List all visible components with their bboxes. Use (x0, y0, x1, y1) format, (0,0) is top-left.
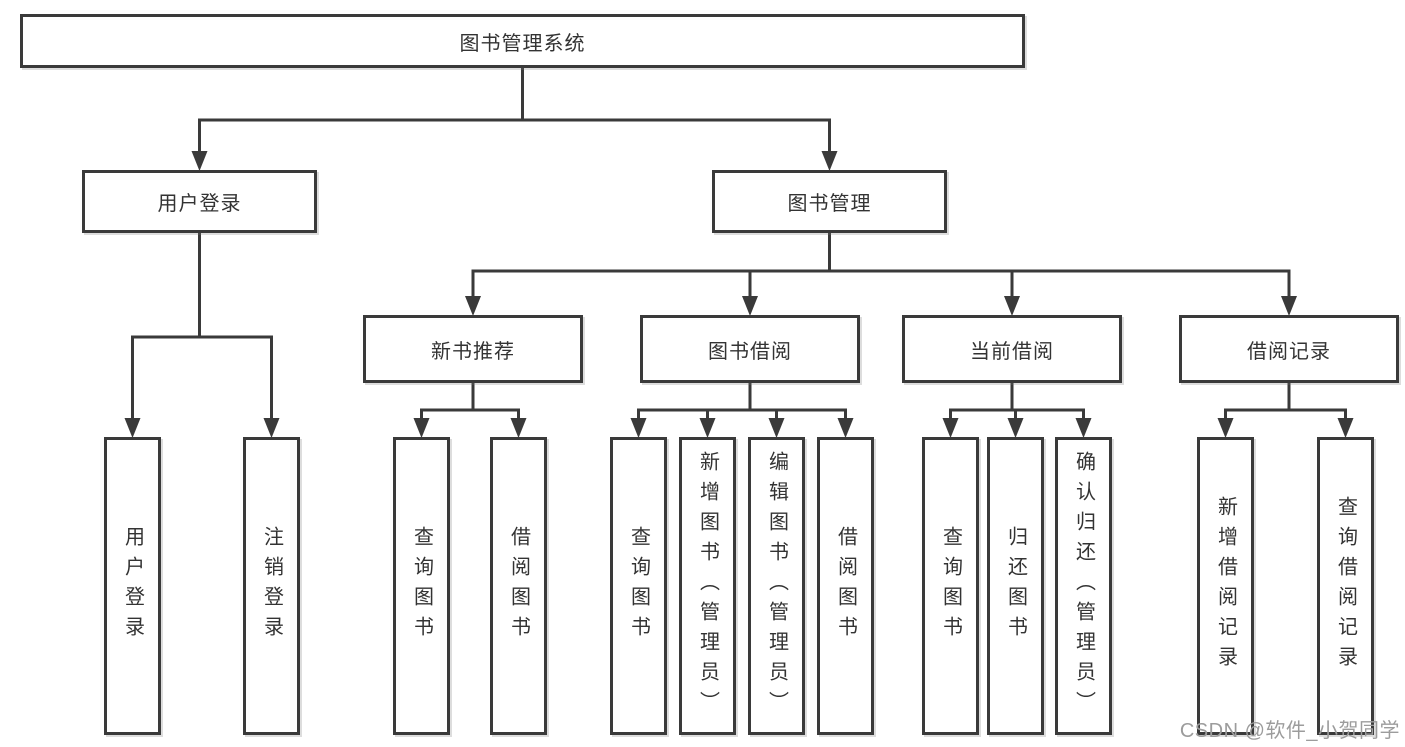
node-label: 编辑图书（管理员） (765, 451, 788, 721)
node-leaf-return-book: 归还图书 (987, 437, 1044, 735)
arrowhead-icon (742, 296, 758, 316)
arrowhead-icon (1217, 418, 1234, 438)
arrowhead-icon (1004, 296, 1020, 316)
arrowhead-icon (1281, 296, 1297, 316)
node-leaf-confirm-return: 确认归还（管理员） (1055, 437, 1112, 735)
arrowhead-icon (768, 418, 785, 438)
node-label: 确认归还（管理员） (1072, 451, 1095, 721)
arrowhead-icon (263, 418, 280, 438)
arrowhead-icon (124, 418, 141, 438)
node-label: 查询图书 (627, 526, 650, 646)
node-leaf-edit-book: 编辑图书（管理员） (748, 437, 805, 735)
arrowhead-icon (413, 418, 430, 438)
node-label: 图书借阅 (708, 340, 792, 363)
arrowhead-icon (699, 418, 716, 438)
arrowhead-icon (510, 418, 527, 438)
node-label: 用户登录 (121, 526, 144, 646)
node-label: 借阅图书 (834, 526, 857, 646)
node-current-borrow: 当前借阅 (902, 315, 1122, 383)
arrowhead-icon (837, 418, 854, 438)
node-root: 图书管理系统 (20, 14, 1025, 68)
node-leaf-query-book-borrow: 查询图书 (610, 437, 667, 735)
node-label: 查询图书 (939, 526, 962, 646)
node-label: 注销登录 (260, 526, 283, 646)
arrowhead-icon (821, 151, 838, 171)
arrowhead-icon (1007, 418, 1024, 438)
node-borrow-record: 借阅记录 (1179, 315, 1399, 383)
node-label: 图书管理 (787, 193, 872, 215)
node-new-book-rec: 新书推荐 (363, 315, 583, 383)
node-label: 用户登录 (157, 193, 242, 215)
node-leaf-borrow-book-new: 借阅图书 (490, 437, 547, 735)
node-leaf-borrow-book-2: 借阅图书 (817, 437, 874, 735)
node-user-login: 用户登录 (82, 170, 317, 233)
arrowhead-icon (630, 418, 647, 438)
node-leaf-user-login: 用户登录 (104, 437, 161, 735)
arrowhead-icon (191, 151, 208, 171)
arrowhead-icon (1075, 418, 1092, 438)
node-label: 新增借阅记录 (1214, 496, 1237, 676)
node-label: 当前借阅 (970, 340, 1054, 363)
node-label: 查询图书 (410, 526, 433, 646)
node-label: 归还图书 (1004, 526, 1027, 646)
node-label: 新增图书（管理员） (696, 451, 719, 721)
node-leaf-add-borrow-rec: 新增借阅记录 (1197, 437, 1254, 735)
node-label: 借阅图书 (507, 526, 530, 646)
node-leaf-query-book-current: 查询图书 (922, 437, 979, 735)
node-leaf-query-borrow-rec: 查询借阅记录 (1317, 437, 1374, 735)
node-leaf-add-book: 新增图书（管理员） (679, 437, 736, 735)
node-label: 查询借阅记录 (1334, 496, 1357, 676)
node-leaf-query-book-new: 查询图书 (393, 437, 450, 735)
node-book-mgmt: 图书管理 (712, 170, 947, 233)
node-label: 借阅记录 (1247, 340, 1331, 363)
node-label: 图书管理系统 (459, 32, 586, 55)
arrowhead-icon (1337, 418, 1354, 438)
node-label: 新书推荐 (431, 340, 515, 363)
node-leaf-logout: 注销登录 (243, 437, 300, 735)
arrowhead-icon (942, 418, 959, 438)
node-book-borrow: 图书借阅 (640, 315, 860, 383)
arrowhead-icon (465, 296, 481, 316)
